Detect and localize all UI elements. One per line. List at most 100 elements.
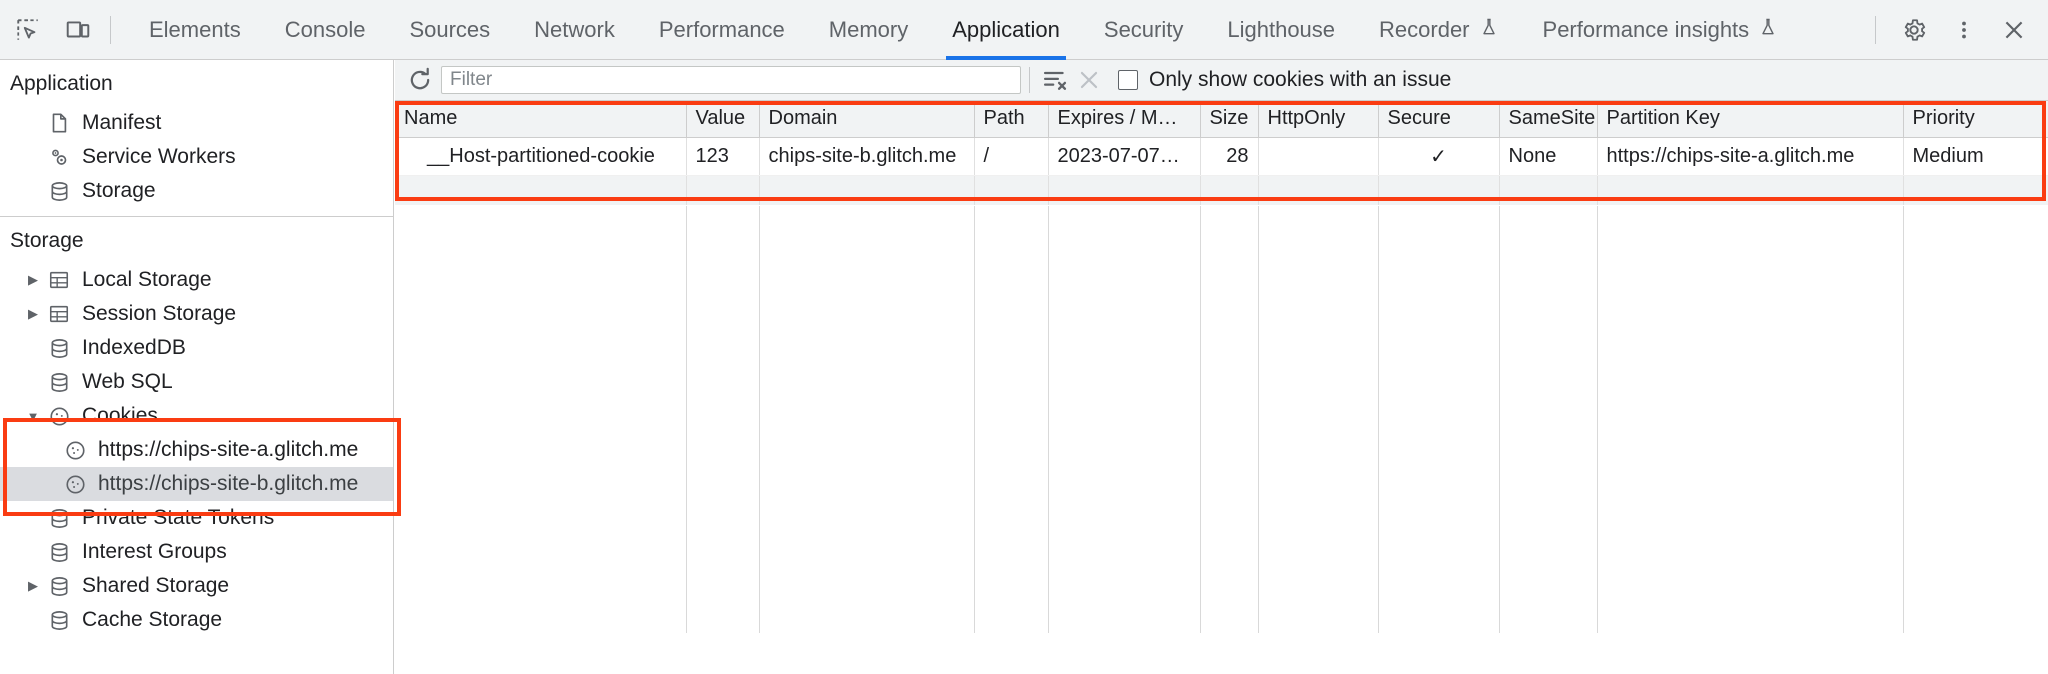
- sidebar-item-storage[interactable]: ▶ Storage: [0, 174, 393, 208]
- sidebar-item-local-storage-label: Local Storage: [82, 268, 212, 291]
- toolbar-divider: [1875, 15, 1876, 44]
- column-ruler: [1258, 206, 1259, 633]
- tab-console[interactable]: Console: [263, 0, 388, 60]
- column-header-priority[interactable]: Priority: [1903, 101, 2048, 138]
- database-icon: [44, 541, 74, 564]
- filler-cell: [1048, 175, 1201, 205]
- tab-memory-label: Memory: [828, 16, 909, 42]
- chevron-right-icon[interactable]: ▶: [28, 578, 38, 593]
- filler-cell: [974, 175, 1049, 205]
- sidebar-item-cookies[interactable]: ▼ Cookies: [0, 399, 393, 433]
- tab-performance[interactable]: Performance: [637, 0, 807, 60]
- sidebar-item-private-state-tokens[interactable]: ▶ Private State Tokens: [0, 501, 393, 535]
- sidebar-item-session-storage[interactable]: ▶ Session Storage: [0, 297, 393, 331]
- column-ruler: [1903, 206, 1904, 633]
- tab-performance-insights[interactable]: Performance insights: [1521, 0, 1801, 60]
- service-workers-gears-icon: [44, 145, 74, 169]
- column-ruler: [759, 206, 760, 633]
- tab-sources[interactable]: Sources: [387, 0, 512, 60]
- device-toolbar-icon[interactable]: [56, 8, 100, 52]
- column-ruler: [974, 206, 975, 633]
- cell-priority[interactable]: Medium: [1903, 137, 2048, 176]
- toolbar-divider: [1029, 67, 1030, 93]
- sidebar-item-cookie-origin-chips-site-b[interactable]: https://chips-site-b.glitch.me: [0, 467, 393, 501]
- tab-console-label: Console: [284, 16, 366, 42]
- column-header-partition-key[interactable]: Partition Key: [1597, 101, 1904, 138]
- sidebar-item-shared-storage[interactable]: ▶ Shared Storage: [0, 569, 393, 603]
- column-ruler: [1200, 206, 1201, 633]
- column-ruler: [1499, 206, 1500, 633]
- tab-lighthouse-label: Lighthouse: [1227, 16, 1336, 42]
- filter-input[interactable]: [441, 66, 1021, 94]
- tab-lighthouse[interactable]: Lighthouse: [1205, 0, 1357, 60]
- table-filler-row: [395, 175, 2048, 205]
- column-header-secure[interactable]: Secure: [1378, 101, 1500, 138]
- filler-cell: [759, 175, 975, 205]
- cell-expires[interactable]: 2023-07-07…: [1048, 137, 1201, 176]
- cell-httponly[interactable]: [1258, 137, 1379, 176]
- more-options-icon[interactable]: [1942, 8, 1986, 52]
- tab-sources-label: Sources: [409, 16, 491, 42]
- column-header-httponly[interactable]: HttpOnly: [1258, 101, 1379, 138]
- column-ruler: [686, 206, 687, 633]
- tab-performance-label: Performance: [658, 16, 785, 42]
- tab-memory[interactable]: Memory: [807, 0, 930, 60]
- cookies-toolbar: Only show cookies with an issue: [395, 60, 2048, 101]
- table-header-row: Name Value Domain Path Expires / M… Size…: [395, 101, 2048, 138]
- column-header-samesite[interactable]: SameSite: [1499, 101, 1598, 138]
- column-header-name[interactable]: Name: [395, 101, 687, 138]
- tab-application[interactable]: Application: [930, 0, 1082, 60]
- sidebar-section-storage-title: Storage: [10, 229, 84, 252]
- cookies-panel: Only show cookies with an issue: [395, 60, 2048, 674]
- sidebar-item-web-sql[interactable]: ▶ Web SQL: [0, 365, 393, 399]
- tab-performance-insights-label: Performance insights: [1542, 16, 1750, 42]
- tab-recorder[interactable]: Recorder: [1357, 0, 1520, 60]
- sidebar-item-service-workers[interactable]: ▶ Service Workers: [0, 140, 393, 174]
- close-devtools-icon[interactable]: [1992, 8, 2036, 52]
- tab-security[interactable]: Security: [1082, 0, 1205, 60]
- database-icon: [44, 337, 74, 360]
- cell-secure[interactable]: ✓: [1378, 137, 1500, 176]
- tab-elements[interactable]: Elements: [127, 0, 263, 60]
- cell-value[interactable]: 123: [686, 137, 760, 176]
- sidebar-item-indexeddb[interactable]: ▶ IndexedDB: [0, 331, 393, 365]
- cell-domain[interactable]: chips-site-b.glitch.me: [759, 137, 975, 176]
- database-icon: [44, 507, 74, 530]
- refresh-icon[interactable]: [403, 63, 437, 97]
- tab-network[interactable]: Network: [512, 0, 637, 60]
- panel-tabs: Elements Console Sources Network Perform…: [127, 0, 1800, 60]
- chevron-right-icon[interactable]: ▶: [28, 306, 38, 321]
- toolbar-right-actions: [1865, 8, 2048, 52]
- sidebar-item-manifest[interactable]: ▶ Manifest: [0, 106, 393, 140]
- sidebar-item-cookie-origin-chips-site-a[interactable]: https://chips-site-a.glitch.me: [0, 433, 393, 467]
- column-header-size[interactable]: Size: [1200, 101, 1259, 138]
- column-header-path[interactable]: Path: [974, 101, 1049, 138]
- sidebar-item-interest-groups[interactable]: ▶ Interest Groups: [0, 535, 393, 569]
- delete-cookie-icon[interactable]: [1072, 63, 1106, 97]
- sidebar-item-cache-storage[interactable]: ▶ Cache Storage: [0, 603, 393, 637]
- only-issues-checkbox-row[interactable]: Only show cookies with an issue: [1118, 68, 1451, 92]
- experiment-flask-icon: [1758, 16, 1778, 44]
- sidebar-divider: [0, 216, 393, 217]
- chevron-down-icon[interactable]: ▼: [26, 408, 40, 424]
- chevron-right-icon[interactable]: ▶: [28, 272, 38, 287]
- clear-all-cookies-icon[interactable]: [1038, 63, 1072, 97]
- application-sidebar[interactable]: Application ▶ Manifest ▶ Serv: [0, 60, 394, 674]
- cell-path[interactable]: /: [974, 137, 1049, 176]
- cell-samesite[interactable]: None: [1499, 137, 1598, 176]
- cookie-icon: [44, 405, 74, 428]
- cell-size[interactable]: 28: [1200, 137, 1259, 176]
- only-issues-checkbox[interactable]: [1118, 70, 1138, 90]
- column-ruler: [1597, 206, 1598, 633]
- cell-name[interactable]: __Host-partitioned-cookie: [395, 137, 687, 176]
- settings-gear-icon[interactable]: [1892, 8, 1936, 52]
- column-header-domain[interactable]: Domain: [759, 101, 975, 138]
- cell-partition-key[interactable]: https://chips-site-a.glitch.me: [1597, 137, 1904, 176]
- sidebar-item-local-storage[interactable]: ▶ Local Storage: [0, 263, 393, 297]
- inspect-element-icon[interactable]: [6, 8, 50, 52]
- sidebar-item-session-storage-label: Session Storage: [82, 302, 237, 325]
- cookies-table[interactable]: Name Value Domain Path Expires / M… Size…: [395, 101, 2048, 205]
- column-header-expires[interactable]: Expires / M…: [1048, 101, 1201, 138]
- column-header-value[interactable]: Value: [686, 101, 760, 138]
- table-row[interactable]: __Host-partitioned-cookie 123 chips-site…: [395, 137, 2048, 176]
